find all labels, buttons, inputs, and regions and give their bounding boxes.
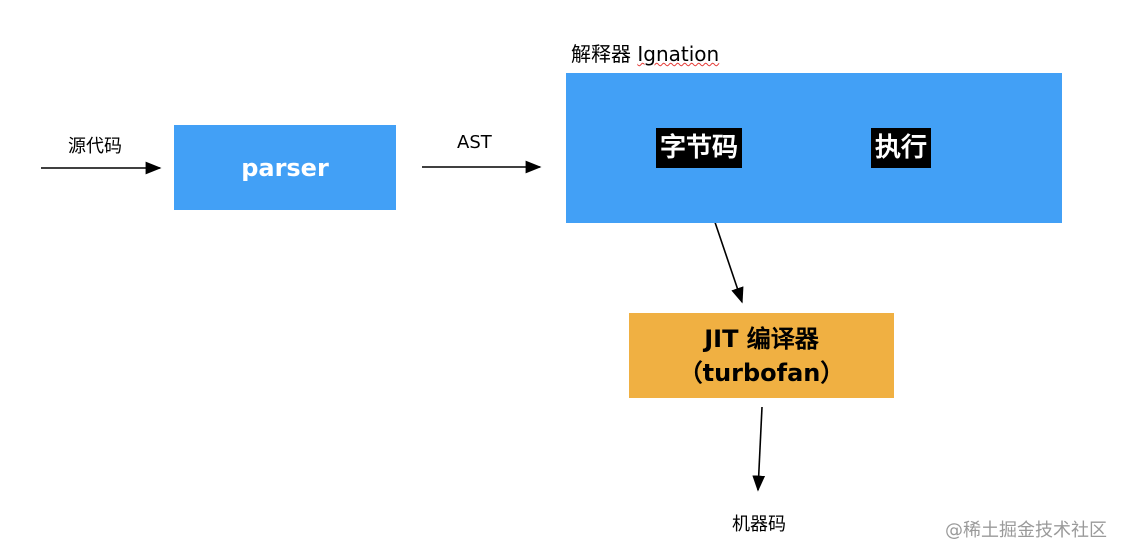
watermark: @稀土掘金技术社区 [945,520,1107,541]
jit-subtitle: （turbofan） [678,358,845,387]
jit-compiler-box: JIT 编译器 （turbofan） [629,313,894,398]
ast-label: AST [457,132,492,153]
parser-box: parser [174,125,396,210]
execute-chip: 执行 [871,128,932,168]
parser-label: parser [241,153,329,182]
interpreter-title-name: Ignation [637,42,720,66]
arrow-jit-to-machine-code [752,406,766,492]
interpreter-title: 解释器 Ignation [571,38,719,67]
bytecode-chip: 字节码 [656,128,743,168]
interpreter-title-prefix: 解释器 [571,42,631,66]
source-code-label: 源代码 [68,136,122,157]
jit-title: JIT 编译器 [704,324,819,353]
interpreter-box [566,73,1062,223]
machine-code-label: 机器码 [732,514,786,535]
